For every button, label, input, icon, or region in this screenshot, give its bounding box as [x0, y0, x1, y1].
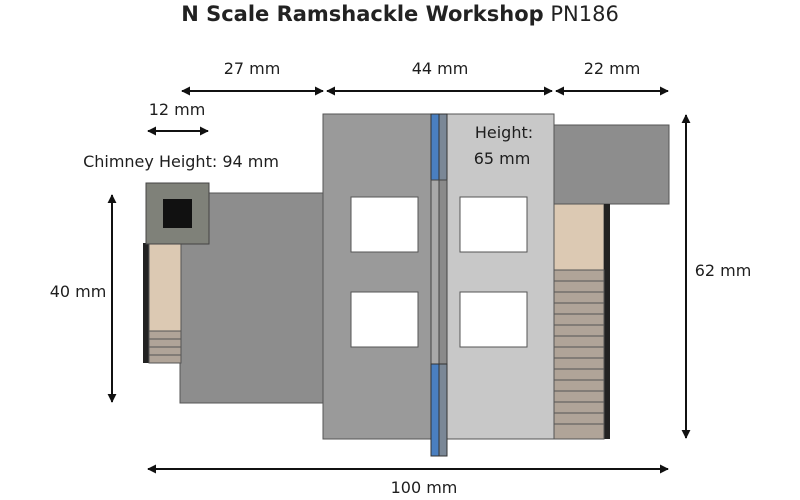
chimney-side-tan — [148, 242, 182, 332]
right-wing-edge — [604, 204, 610, 439]
window-top-right — [459, 196, 528, 253]
ridge-bottom-grey — [438, 363, 448, 457]
right-wing-wall-tan — [553, 203, 605, 271]
title-name: N Scale Ramshackle Workshop — [181, 2, 544, 26]
ridge-top-grey — [438, 113, 448, 181]
label-height-line2: 65 mm — [474, 149, 531, 168]
main-roof-right — [446, 113, 555, 440]
ridge-bottom-blue — [430, 363, 440, 457]
diagram-title: N Scale Ramshackle Workshop PN186 — [0, 2, 800, 26]
label-right-height: 62 mm — [695, 261, 752, 280]
right-wing-roof — [553, 124, 670, 205]
chimney-planks — [148, 330, 182, 364]
main-roof-left — [322, 113, 432, 440]
ridge-middle-right — [438, 179, 448, 365]
ridge-top-blue — [430, 113, 440, 181]
window-top-left — [350, 196, 419, 253]
window-bottom-left — [350, 291, 419, 348]
label-height-line1: Height: — [475, 123, 533, 142]
label-chimney-height: Chimney Height: 94 mm — [83, 152, 279, 171]
window-bottom-right — [459, 291, 528, 348]
title-part-number: PN186 — [550, 2, 619, 26]
label-left-width: 27 mm — [224, 59, 281, 78]
right-wing-planks — [553, 269, 605, 440]
chimney-side-dark — [143, 243, 149, 363]
label-right-width: 22 mm — [584, 59, 641, 78]
label-middle-width: 44 mm — [412, 59, 469, 78]
label-total-width: 100 mm — [391, 478, 458, 497]
chimney-flue — [163, 199, 192, 228]
label-chimney-width: 12 mm — [149, 100, 206, 119]
label-left-height: 40 mm — [50, 282, 107, 301]
ridge-middle-left — [430, 179, 440, 365]
